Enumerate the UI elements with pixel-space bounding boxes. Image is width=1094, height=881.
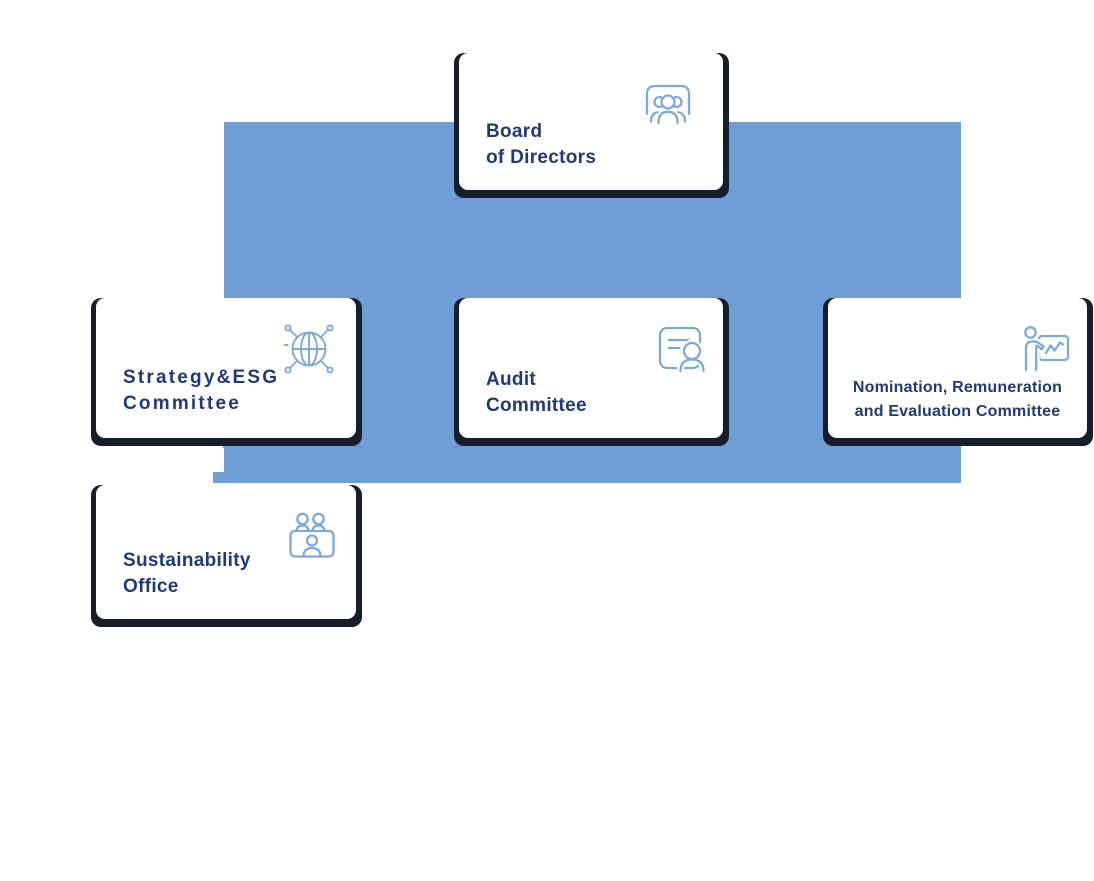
node-title-line: Committee [123,393,241,414]
card-board-of-directors: Board of Directors [459,53,723,190]
org-node-strategy-esg-committee: Strategy&ESG Committee [91,298,362,446]
node-title-line: Board [486,121,543,142]
node-title-line: Nomination, Remuneration [852,379,1063,396]
node-title: Strategy&ESG Committee [123,365,279,417]
presenter-chart-icon [1019,325,1071,373]
node-title-line: and Evaluation Committee [854,403,1061,420]
card-nomination-committee: Nomination, Remuneration and Evaluation … [828,298,1087,438]
node-title: Sustainability Office [123,548,251,600]
org-node-board-of-directors: Board of Directors [454,53,729,198]
node-title: Nomination, Remuneration and Evaluation … [828,376,1087,424]
globe-network-icon [278,318,340,380]
node-title-line: Office [123,576,179,597]
node-title: Board of Directors [486,119,596,171]
connector-background-step [213,472,225,483]
org-node-nomination-remuneration-evaluation-committee: Nomination, Remuneration and Evaluation … [823,298,1093,446]
node-title-line: Sustainability [123,550,251,571]
node-title-line: Audit [486,369,537,390]
card-strategy-esg-committee: Strategy&ESG Committee [96,298,356,438]
card-audit-committee: Audit Committee [459,298,723,438]
committee-desk-icon [286,511,338,559]
meeting-people-icon [643,79,693,125]
org-node-audit-committee: Audit Committee [454,298,729,446]
org-node-sustainability-office: Sustainability Office [91,485,362,627]
node-title: Audit Committee [486,367,587,419]
card-sustainability-office: Sustainability Office [96,485,356,619]
node-title-line: Committee [486,395,587,416]
node-title-line: Strategy&ESG [123,367,280,388]
document-person-icon [655,323,711,375]
node-title-line: of Directors [486,147,597,168]
